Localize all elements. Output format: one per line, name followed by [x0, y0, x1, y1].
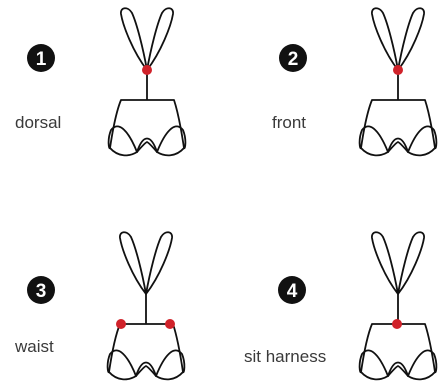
number-label: 1 [36, 49, 47, 70]
attachment-label: dorsal [15, 113, 61, 132]
number-label: 2 [288, 49, 299, 70]
attachment-label: front [272, 113, 306, 132]
panel-sit-harness: 4 sit harness [244, 232, 436, 379]
harness-figure [360, 232, 437, 379]
harness-figure [360, 8, 437, 155]
panel-waist: 3 waist [14, 232, 184, 379]
number-label: 3 [36, 281, 47, 302]
attachment-point-waist-left [116, 319, 126, 329]
attachment-point-waist-right [165, 319, 175, 329]
attachment-point-front [393, 65, 403, 75]
attachment-point-dorsal [142, 65, 152, 75]
panel-front: 2 front [272, 8, 436, 155]
panel-dorsal: 1 dorsal [15, 8, 185, 155]
number-label: 4 [287, 281, 298, 302]
harness-figure [108, 232, 185, 379]
attachment-label: sit harness [244, 347, 326, 366]
attachment-label: waist [14, 337, 54, 356]
attachment-point-sit-harness [392, 319, 402, 329]
harness-figure [109, 8, 186, 155]
